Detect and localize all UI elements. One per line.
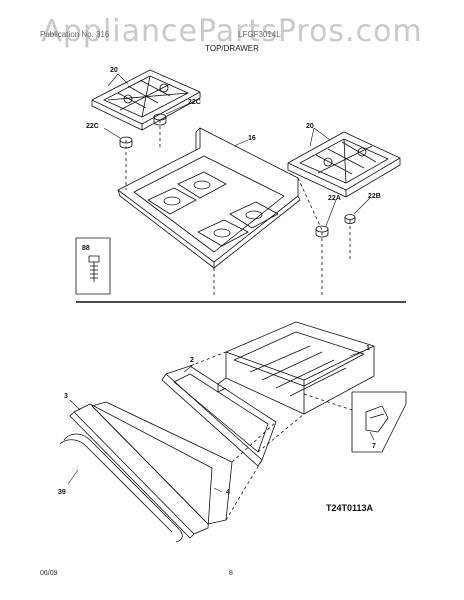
- model-number: LFGF3014L: [238, 30, 281, 39]
- callout-1: 1: [366, 345, 370, 352]
- callout-4: 4: [226, 489, 230, 496]
- callout-22b: 22B: [368, 193, 381, 200]
- callout-20-right: 20: [306, 123, 314, 130]
- drawer-panel: [91, 401, 233, 525]
- roller-inset: [351, 391, 407, 453]
- diagram-code: T24T0113A: [326, 503, 374, 513]
- left-burner-grate: [91, 69, 201, 131]
- section-title: TOP/DRAWER: [205, 44, 259, 53]
- callout-22c-lower: 22C: [86, 123, 99, 130]
- publication-number: Publication No. 316: [40, 30, 110, 39]
- callout-39: 39: [58, 489, 66, 496]
- cooktop: [117, 127, 301, 269]
- drawer-front: [59, 403, 213, 543]
- callout-3: 3: [64, 393, 68, 400]
- callout-22c-upper: 22C: [188, 99, 201, 106]
- callout-16: 16: [248, 135, 256, 142]
- callout-2: 2: [190, 357, 194, 364]
- callout-leaders: [67, 73, 375, 493]
- screw-inset: [75, 237, 111, 295]
- callout-22a: 22A: [328, 195, 341, 202]
- callout-7: 7: [372, 443, 376, 450]
- footer-page-number: 8: [229, 570, 233, 577]
- assembly-lines-top: [125, 120, 351, 296]
- drawer-body: [217, 321, 375, 415]
- watermark: AppliancePartsPros.com: [41, 14, 423, 49]
- callout-88: 88: [82, 245, 90, 252]
- right-burner-grate: [287, 131, 401, 198]
- assembly-lines-bottom: [189, 351, 353, 521]
- callout-20-left: 20: [110, 67, 118, 74]
- footer-date: 06/09: [40, 570, 58, 577]
